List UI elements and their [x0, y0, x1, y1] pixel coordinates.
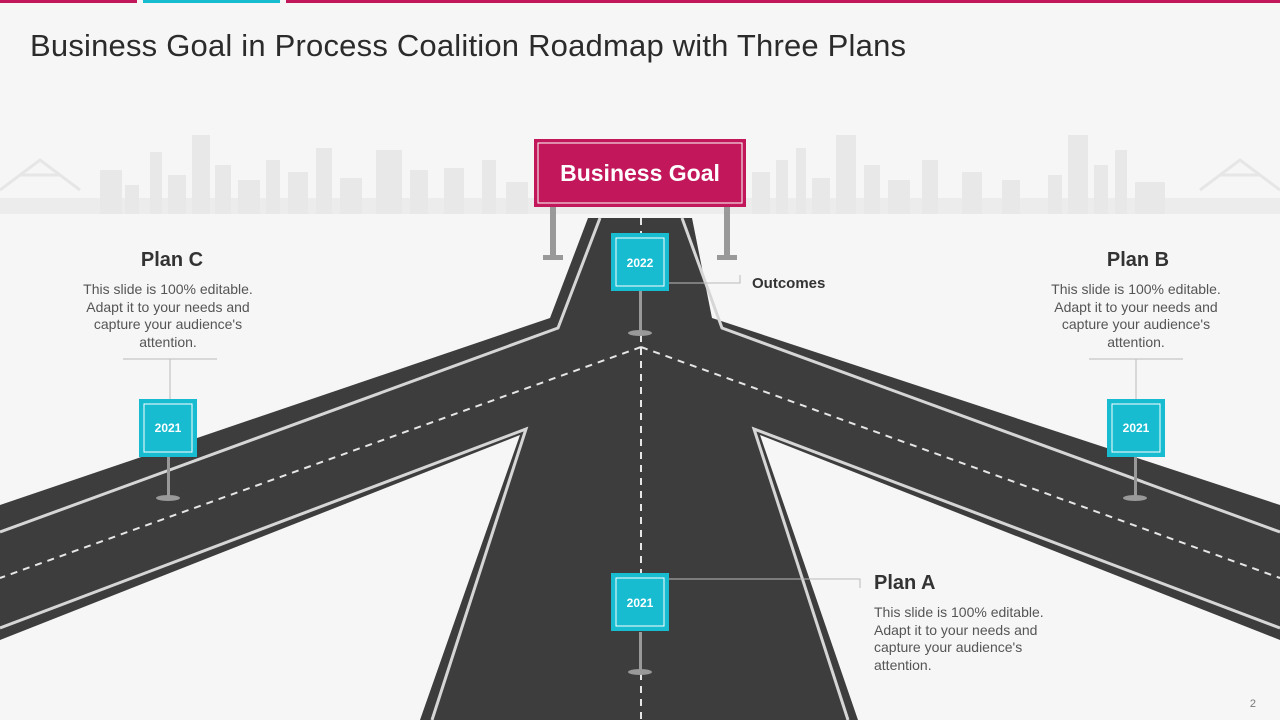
road-center-dashes-left: [0, 346, 642, 579]
sign-posts: [156, 290, 1147, 675]
plan-c-title: Plan C: [140, 249, 204, 271]
year-sign-plan-a-label: 2021: [626, 596, 654, 610]
road-edge-line-right: [680, 217, 1280, 534]
page-number: 2: [1249, 698, 1256, 710]
year-sign-boards: [139, 233, 1165, 631]
top-accent-line-middle: [143, 0, 280, 3]
road-center-dashes-right: [640, 346, 1280, 579]
year-sign-plan-c-board: [139, 399, 197, 457]
plan-b-title: Plan B: [1106, 249, 1170, 271]
year-sign-2022-label: 2022: [626, 256, 654, 270]
top-accent-line-left: [0, 0, 137, 3]
road: [0, 217, 1280, 720]
year-sign-plan-b-board: [1107, 399, 1165, 457]
plan-b-description: This slide is 100% editable. Adapt it to…: [1051, 281, 1221, 350]
plan-c-description: This slide is 100% editable. Adapt it to…: [83, 281, 253, 350]
plan-a-title: Plan A: [874, 572, 936, 594]
road-edge-line-left: [0, 217, 602, 534]
year-sign-plan-b-label: 2021: [1122, 421, 1150, 435]
business-goal-label: Business Goal: [560, 160, 720, 186]
top-accent-line-right: [286, 0, 1280, 3]
business-goal-sign: [534, 139, 746, 260]
road-edge-line-inner-right: [751, 426, 1280, 720]
road-edge-line-inner-left: [0, 426, 529, 720]
slide-title: Business Goal in Process Coalition Roadm…: [30, 28, 907, 63]
year-sign-2022-board: [611, 233, 669, 291]
plan-a-description: This slide is 100% editable. Adapt it to…: [874, 604, 1044, 673]
year-sign-plan-a-board: [611, 573, 669, 631]
connector-lines: [123, 275, 1183, 588]
outcomes-label: Outcomes: [752, 275, 826, 292]
year-sign-plan-c-label: 2021: [154, 421, 182, 435]
